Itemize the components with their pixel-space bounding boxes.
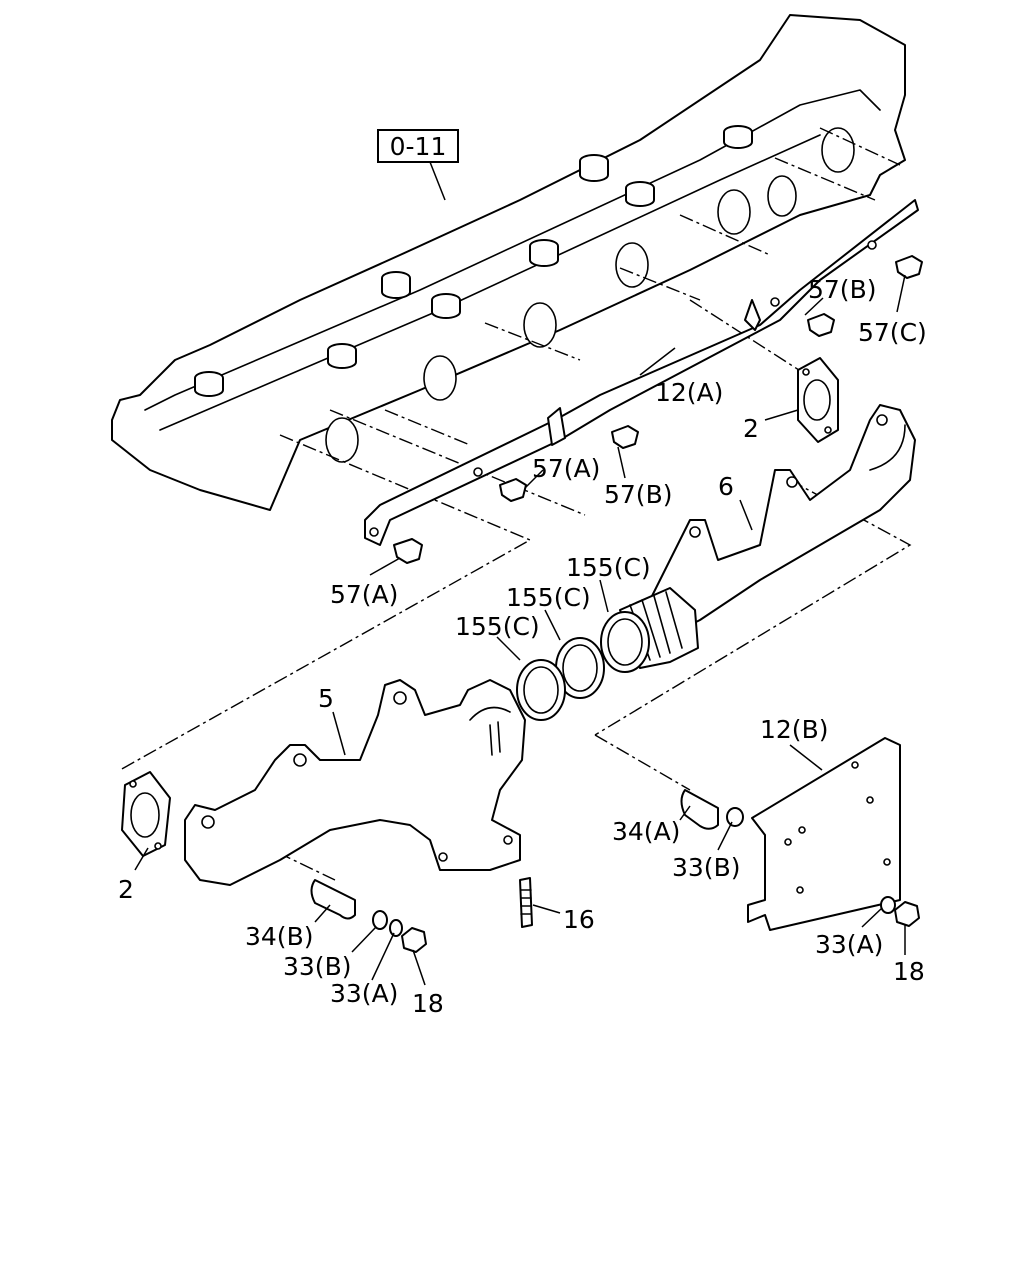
label-33a-right: 33(A) (815, 930, 883, 959)
seal-rings-155c (516, 611, 650, 721)
label-57a-mid: 57(A) (532, 454, 600, 483)
cylinder-head (111, 14, 906, 511)
label-33a-left: 33(A) (330, 979, 398, 1008)
heat-shield-12a (364, 199, 919, 546)
label-34b: 34(B) (245, 922, 313, 951)
head-bosses (194, 125, 753, 397)
exhaust-manifold-rear-6 (649, 404, 916, 631)
label-2-left: 2 (118, 875, 134, 904)
head-exhaust-ports (325, 127, 855, 463)
gasket-2-left (121, 771, 171, 857)
ref-box-label: 0-11 (390, 132, 447, 161)
bolts-57 (393, 255, 923, 564)
label-57b-mid: 57(B) (604, 480, 672, 509)
label-33b-right: 33(B) (672, 853, 740, 882)
part-labels: 57(B) 57(C) 12(A) 2 57(A) 57(B) 6 57(A) … (118, 275, 927, 1018)
label-12b: 12(B) (760, 715, 828, 744)
label-34a: 34(A) (612, 817, 680, 846)
hardware-right (680, 789, 920, 927)
label-18-left: 18 (412, 989, 444, 1018)
hardware-left (310, 879, 427, 953)
label-57b-top: 57(B) (808, 275, 876, 304)
label-2-top: 2 (743, 414, 759, 443)
label-16: 16 (563, 905, 595, 934)
exhaust-manifold-front-5 (184, 679, 526, 886)
label-155c-2: 155(C) (506, 583, 591, 612)
label-33b-left: 33(B) (283, 952, 351, 981)
label-18-right: 18 (893, 957, 925, 986)
leader-lines (134, 161, 906, 986)
label-5: 5 (318, 684, 334, 713)
stud-16 (519, 877, 533, 928)
reference-box: 0-11 (377, 129, 459, 163)
label-57a-left: 57(A) (330, 580, 398, 609)
label-155c-1: 155(C) (566, 553, 651, 582)
bracket-12b (747, 737, 901, 931)
label-6: 6 (718, 472, 734, 501)
label-155c-3: 155(C) (455, 612, 540, 641)
gasket-2-top (797, 357, 839, 443)
label-12a: 12(A) (655, 378, 723, 407)
label-57c: 57(C) (858, 318, 927, 347)
